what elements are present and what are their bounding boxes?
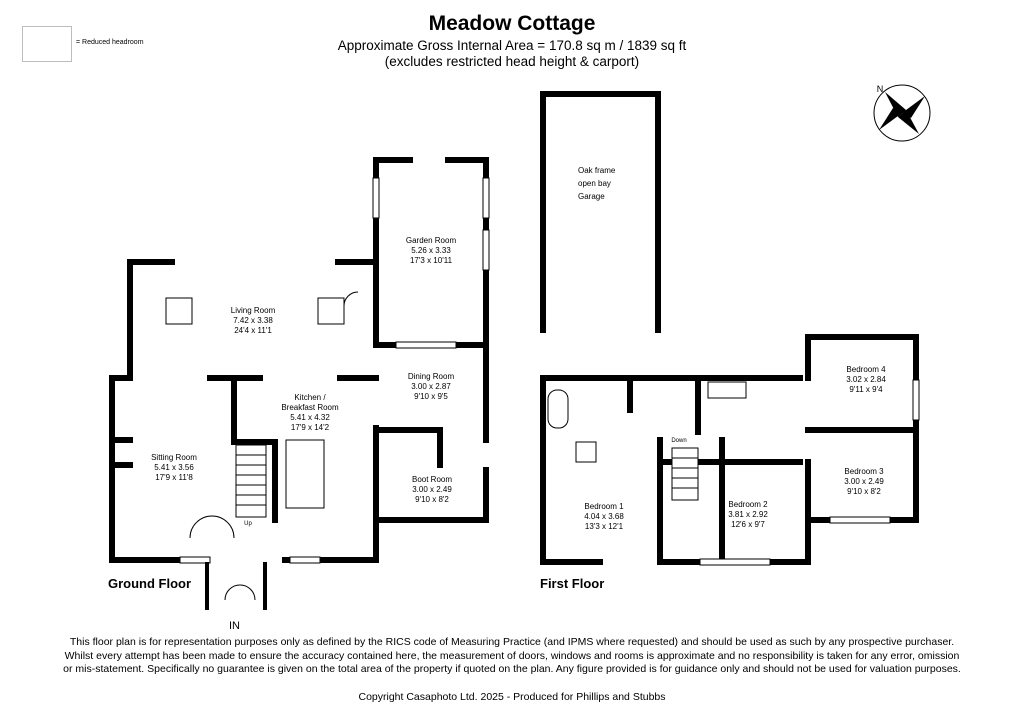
dining-room-name: Dining Room [408,372,455,381]
first-floor-label: First Floor [540,576,604,591]
kitchen-imperial: 17'9 x 14'2 [291,423,330,432]
copyright-text: Copyright Casaphoto Ltd. 2025 - Produced… [358,691,666,703]
bedroom1-name: Bedroom 1 [584,502,624,511]
sitting-room-name: Sitting Room [151,453,197,462]
kitchen-name-line1: Kitchen / [294,393,326,402]
compass-north-label: N [877,84,884,94]
bedroom2-imperial: 12'6 x 9'7 [731,520,765,529]
sitting-room-imperial: 17'9 x 11'8 [155,473,193,482]
disclaimer-text: This floor plan is for representation pu… [63,636,961,675]
ground-floor-windows [179,177,490,564]
boot-room-name: Boot Room [412,475,452,484]
bedroom1-metric: 4.04 x 3.68 [584,512,624,521]
bedroom2-metric: 3.81 x 2.92 [728,510,768,519]
living-room-imperial: 24'4 x 11'1 [234,326,272,335]
bedroom4-metric: 3.02 x 2.84 [846,375,886,384]
floor-plan-drawing: Garden Room 5.26 x 3.33 17'3 x 10'11 Liv… [108,84,931,630]
room-labels: Garden Room 5.26 x 3.33 17'3 x 10'11 Liv… [151,84,886,531]
entrance-label: IN [229,620,240,630]
exclusion-subtitle: (excludes restricted head height & carpo… [384,54,640,69]
stairs-up-label: Up [244,521,252,527]
dining-room-metric: 3.00 x 2.87 [411,382,451,391]
garden-room-metric: 5.26 x 3.33 [411,246,451,255]
garage-line2: open bay [578,179,611,188]
boot-room-metric: 3.00 x 2.49 [412,485,452,494]
bedroom3-imperial: 9'10 x 8'2 [847,487,881,496]
dining-room-imperial: 9'10 x 9'5 [414,392,448,401]
reduced-headroom-legend: = Reduced headroom [76,39,144,46]
ground-floor-label: Ground Floor [108,576,191,591]
bedroom2-name: Bedroom 2 [728,500,768,509]
ground-stairs [165,291,359,539]
bedroom3-name: Bedroom 3 [844,467,884,476]
garden-room-imperial: 17'3 x 10'11 [410,256,453,265]
plan-title: Meadow Cottage [428,12,596,35]
garage-walls [540,91,661,333]
living-room-name: Living Room [231,306,276,315]
bedroom3-metric: 3.00 x 2.49 [844,477,884,486]
garage-line1: Oak frame [578,166,616,175]
kitchen-metric: 5.41 x 4.32 [290,413,330,422]
garage-line3: Garage [578,192,605,201]
garden-room-name: Garden Room [406,236,457,245]
living-room-metric: 7.42 x 3.38 [233,316,273,325]
bedroom4-name: Bedroom 4 [846,365,886,374]
sitting-room-metric: 5.41 x 3.56 [154,463,194,472]
kitchen-name-line2: Breakfast Room [281,403,339,412]
bedroom1-imperial: 13'3 x 12'1 [585,522,624,531]
first-floor-fixtures [547,379,920,566]
bedroom4-imperial: 9'11 x 9'4 [849,385,883,394]
stairs-down-label: Down [671,438,686,444]
compass-rose [873,84,931,142]
reduced-headroom-swatch [22,26,72,62]
area-subtitle: Approximate Gross Internal Area = 170.8 … [337,38,687,53]
entrance-porch [205,562,267,610]
boot-room-imperial: 9'10 x 8'2 [415,495,449,504]
